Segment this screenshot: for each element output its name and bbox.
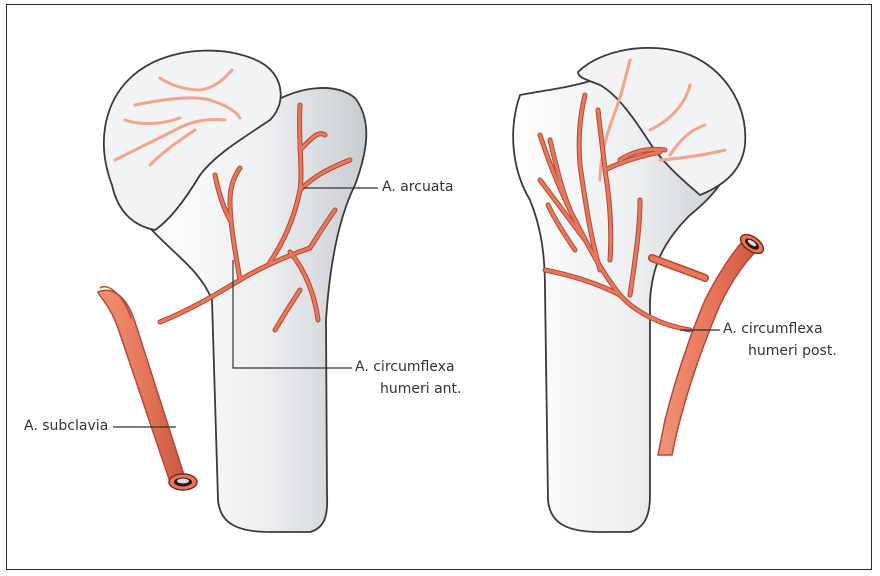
- label-subclavia: A. subclavia: [24, 416, 108, 436]
- label-circumflexa-post-2: humeri post.: [748, 341, 837, 361]
- subclavia-artery: [98, 287, 197, 490]
- left-humerus: [98, 51, 366, 532]
- label-arcuata: A. arcuata: [382, 177, 453, 197]
- label-circumflexa-post-1: A. circumflexa: [723, 319, 823, 339]
- label-circumflexa-ant-2: humeri ant.: [380, 379, 461, 399]
- label-circumflexa-ant-1: A. circumflexa: [355, 357, 455, 377]
- right-humerus: [513, 48, 767, 532]
